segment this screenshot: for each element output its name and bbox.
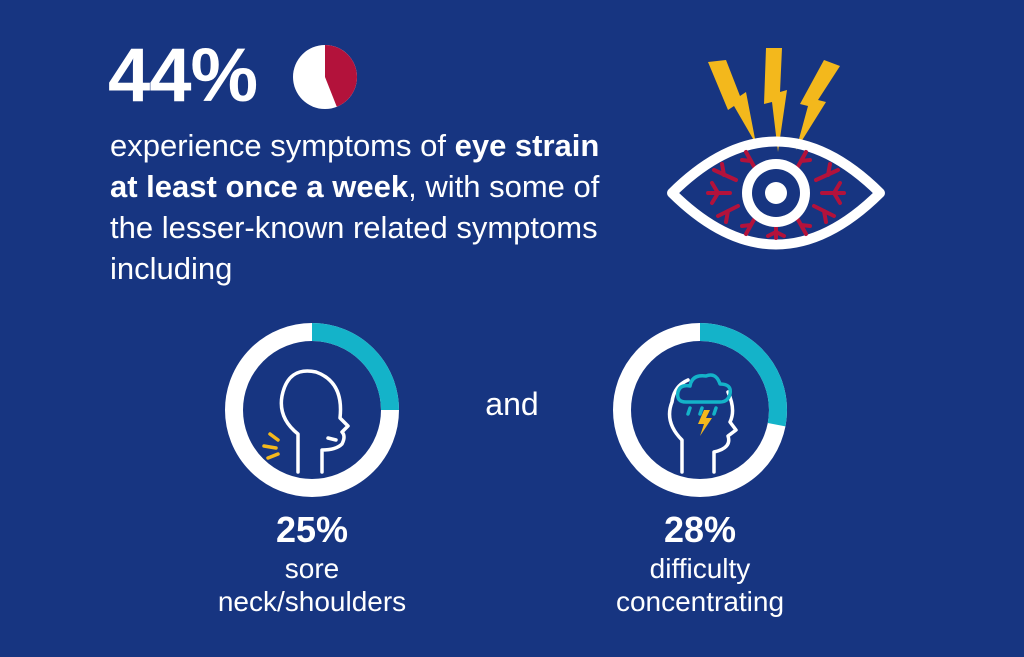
headline-percent: 44% [108, 33, 258, 118]
donut-chart-neck [225, 323, 399, 497]
headline-description: experience symptoms of eye strain at lea… [110, 125, 630, 289]
stat-percent: 28% [663, 509, 737, 550]
stat-percent: 25% [275, 509, 349, 550]
pie-chart-44 [293, 45, 357, 109]
lightning-bolt-left [708, 60, 756, 144]
connector-text: and [485, 386, 539, 422]
stat-label-line-2: concentrating [615, 586, 785, 617]
stat-label-line-1: difficulty [649, 553, 751, 584]
stat-label-line-2: neck/shoulders [217, 586, 407, 617]
body-text-bold: eye strain at least once a week [110, 128, 600, 204]
body-text-part-2: , with some of the lesser-known related … [110, 169, 600, 286]
stat-neck-shoulders: 25% sore neck/shoulders [162, 508, 462, 618]
strained-eye-icon [667, 48, 885, 250]
donut-chart-concentrate [613, 323, 787, 497]
body-text-part-1: experience symptoms of [110, 128, 455, 163]
eye-outline [667, 136, 885, 250]
lightning-bolt-right [796, 60, 840, 150]
head-neck-pain-icon [279, 369, 350, 474]
stat-label-line-1: sore [284, 553, 340, 584]
head-storm-cloud-icon [667, 378, 738, 474]
eye-pupil [765, 182, 787, 204]
pie-slice-44 [325, 45, 357, 107]
brain-lightning-icon [698, 410, 712, 436]
blood-vessels [706, 150, 846, 240]
neck-pain-marks [262, 432, 280, 460]
stat-difficulty-concentrating: 28% difficulty concentrating [550, 508, 850, 618]
lightning-bolt-center [764, 48, 787, 152]
donut-arc-28 [613, 323, 787, 497]
storm-cloud-icon [675, 373, 733, 416]
donut-arc-25 [225, 323, 399, 497]
